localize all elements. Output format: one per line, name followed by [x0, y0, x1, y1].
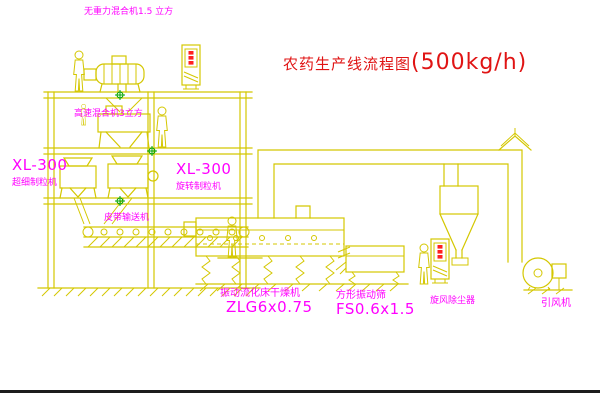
label-granulator-mid-name: 旋转制粒机 [176, 182, 222, 192]
control-cabinet [181, 44, 201, 90]
label-dryer-model: ZLG6x0.75 [226, 298, 313, 316]
label-granulator-mid-model: XL-300 [176, 160, 232, 178]
operator-figure [73, 50, 85, 92]
label-gravity-mixer: 无重力混合机1.5 立方 [84, 7, 174, 17]
label-screen-model: FS0.6x1.5 [336, 300, 415, 318]
granulator-left-drawing [59, 157, 97, 225]
operator-figure [418, 243, 430, 285]
operator-figure [156, 106, 168, 148]
fan-drawing [522, 257, 573, 295]
label-fan: 引风机 [541, 298, 571, 309]
window-bottom-edge [0, 390, 600, 393]
exhaust-duct-drawing [257, 128, 532, 263]
label-dryer-name: 振动流化床干燥机 [220, 288, 300, 299]
diagram-title: 农药生产线流程图 (500kg/h) [283, 50, 527, 75]
gravity-mixer-drawing [83, 55, 145, 113]
label-cyclone: 旋风除尘器 [430, 296, 476, 306]
label-high-speed-mixer: 高速混合机3立方 [74, 109, 143, 119]
fluid-bed-dryer-drawing [183, 205, 351, 292]
diagram-title-capacity: (500kg/h) [411, 50, 528, 75]
platform-structure-drawing [37, 91, 263, 297]
label-belt-conveyor: 皮带输送机 [104, 213, 150, 223]
label-granulator-left-name: 超细制粒机 [12, 178, 58, 188]
cyclone-drawing [439, 185, 479, 266]
vibrating-screen-drawing [335, 245, 409, 292]
control-cabinet [430, 238, 450, 284]
granulator-mid-drawing [103, 155, 159, 225]
belt-conveyor-drawing [82, 226, 250, 248]
label-screen-name: 方形振动筛 [336, 290, 386, 301]
diagram-title-text: 农药生产线流程图 [283, 55, 412, 73]
high-speed-mixer-drawing [97, 105, 151, 149]
label-granulator-left-model: XL-300 [12, 156, 68, 174]
